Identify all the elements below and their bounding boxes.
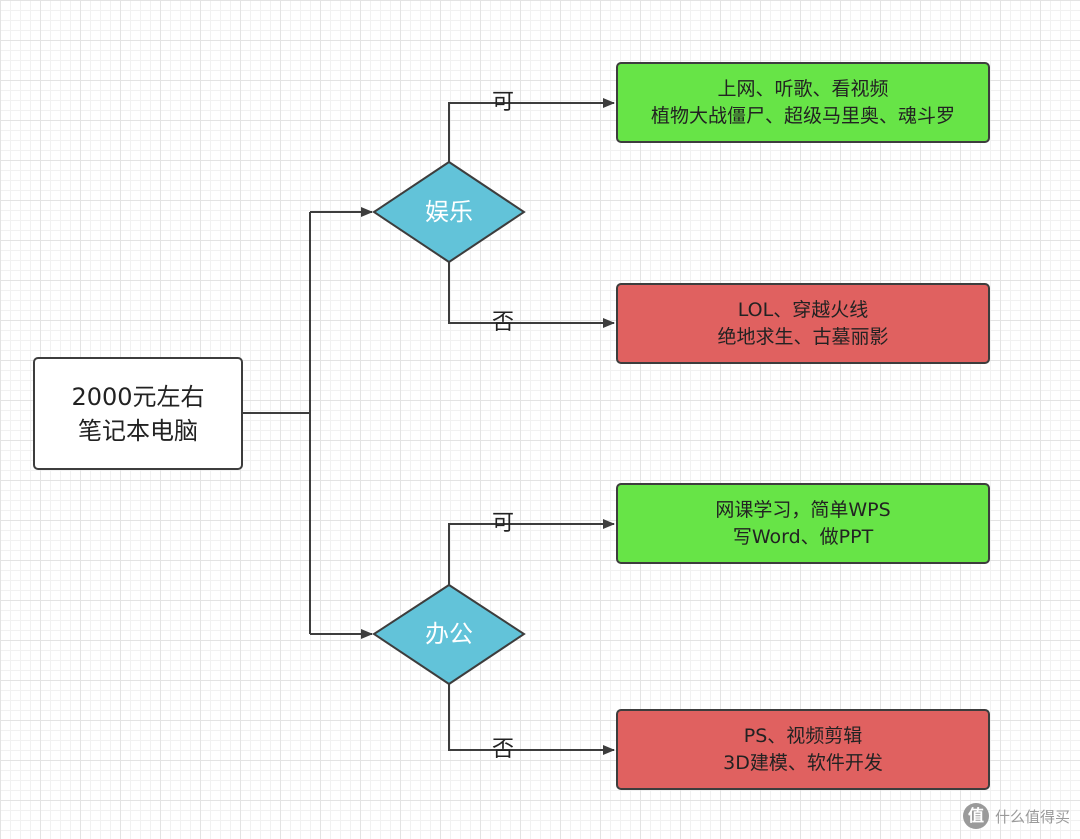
- watermark-text: 什么值得买: [994, 807, 1070, 826]
- arrow-entertainment-no: [448, 262, 615, 328]
- outcome-line: 写Word、做PPT: [732, 525, 874, 548]
- outcome-line: PS、视频剪辑: [743, 724, 863, 747]
- outcome-office-no: PS、视频剪辑 3D建模、软件开发: [616, 709, 990, 790]
- outcome-line: 植物大战僵尸、超级马里奥、魂斗罗: [650, 104, 955, 127]
- arrow-entertainment-yes: [448, 98, 615, 162]
- outcome-line: 网课学习，简单WPS: [715, 498, 891, 521]
- decision-label-entertainment: 娱乐: [425, 198, 473, 226]
- outcome-entertainment-no: LOL、穿越火线 绝地求生、古墓丽影: [616, 283, 990, 364]
- watermark: 值 什么值得买: [962, 803, 1070, 829]
- decision-diamond-office: [372, 583, 526, 686]
- outcome-line: 3D建模、软件开发: [723, 751, 883, 774]
- outcome-office-yes: 网课学习，简单WPS 写Word、做PPT: [616, 483, 990, 564]
- outcome-entertainment-yes: 上网、听歌、看视频 植物大战僵尸、超级马里奥、魂斗罗: [616, 62, 990, 143]
- watermark-logo-icon: 值: [962, 803, 989, 829]
- branch-label-entertainment-no: 否: [492, 310, 515, 335]
- arrow-office-yes: [448, 519, 615, 585]
- outcome-line: 上网、听歌、看视频: [717, 77, 889, 100]
- branch-label-office-yes: 可: [492, 511, 515, 536]
- root-node: 2000元左右 笔记本电脑: [33, 357, 243, 470]
- decision-diamond-entertainment: [372, 160, 526, 264]
- root-line-1: 2000元左右: [71, 382, 205, 411]
- decision-label-office: 办公: [425, 620, 473, 648]
- branch-label-office-no: 否: [492, 737, 515, 762]
- arrow-office-no: [448, 684, 615, 755]
- branch-label-entertainment-yes: 可: [492, 90, 515, 115]
- outcome-line: LOL、穿越火线: [737, 298, 869, 321]
- outcome-line: 绝地求生、古墓丽影: [717, 325, 889, 348]
- root-line-2: 笔记本电脑: [78, 416, 198, 445]
